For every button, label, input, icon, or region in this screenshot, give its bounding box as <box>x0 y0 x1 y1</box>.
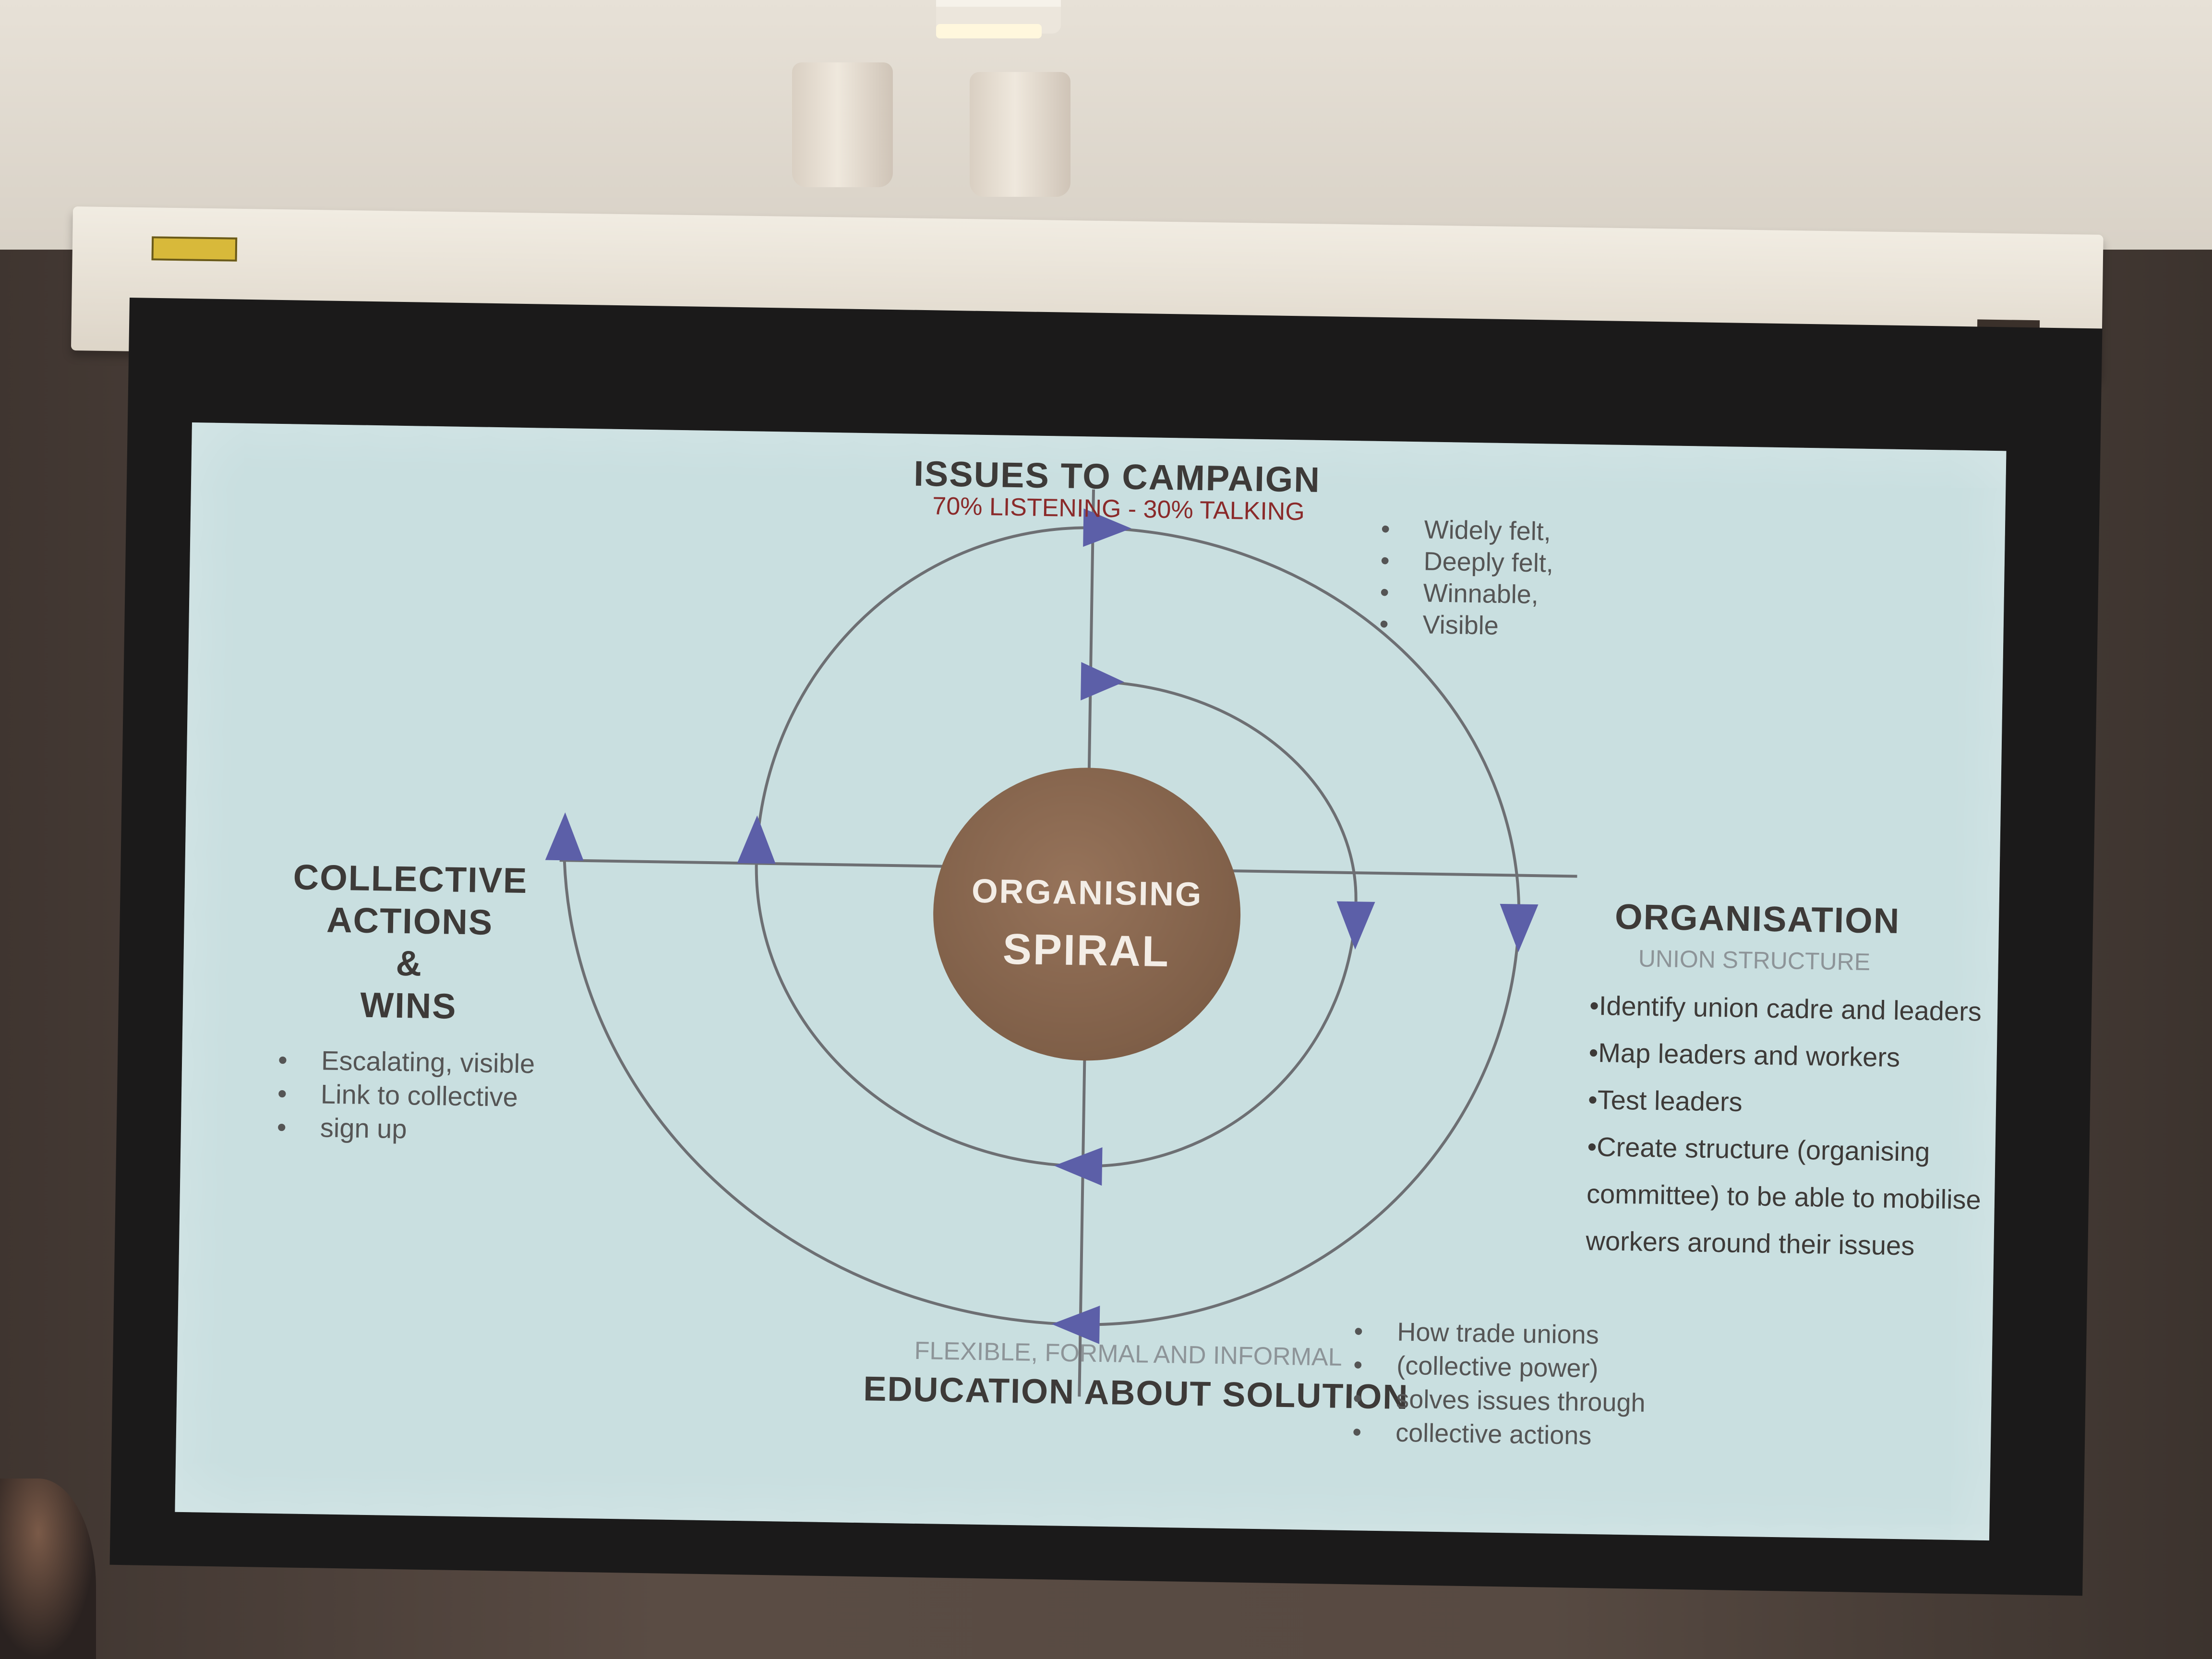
projected-slide: ISSUES TO CAMPAIGN 70% LISTENING - 30% T… <box>175 422 2007 1541</box>
top-bullet: Deeply felt, <box>1380 545 1553 579</box>
right-item: •Map leaders and workers <box>1588 1037 1900 1073</box>
left-bullet-text: sign up <box>320 1112 408 1144</box>
outer-arc-bottom-right <box>1080 914 1521 1326</box>
arrow-left-inner <box>737 815 776 864</box>
arrow-top-inner <box>1081 662 1124 701</box>
center-label-line2: SPIRAL <box>1002 925 1170 976</box>
top-bullet: Widely felt, <box>1381 513 1554 548</box>
top-bullet-list: Widely felt, Deeply felt, Winnable, Visi… <box>1379 513 1554 643</box>
outer-arc-top-right <box>1093 526 1521 914</box>
arrow-bottom-inner <box>1054 1147 1103 1186</box>
bottom-bullet-continued: solves issues through <box>1353 1382 1646 1420</box>
left-bullet: Escalating, visible <box>278 1043 535 1081</box>
center-label-line1: ORGANISING <box>971 872 1203 914</box>
right-item: workers around their issues <box>1586 1225 1915 1261</box>
left-heading-line: ACTIONS <box>326 900 493 942</box>
ceiling-speaker-right <box>970 72 1070 197</box>
right-heading: ORGANISATION <box>1614 896 1900 941</box>
arrow-bottom-outer <box>1051 1305 1100 1344</box>
bottom-bullet-text: (collective power) <box>1396 1351 1599 1383</box>
right-subheading: UNION STRUCTURE <box>1638 945 1871 976</box>
left-heading-line: WINS <box>360 985 457 1026</box>
top-bullet: Visible <box>1379 608 1552 643</box>
arrow-right-outer <box>1500 903 1539 952</box>
left-heading-line: & <box>395 943 423 984</box>
ceiling-speaker-left <box>792 62 893 187</box>
spiral-diagram <box>545 489 1577 1397</box>
top-bullet: Winnable, <box>1380 577 1553 611</box>
inner-arc-bottom-left <box>755 863 1083 1168</box>
left-bullet-list: Escalating, visible Link to collective s… <box>276 1043 535 1148</box>
right-item: •Create structure (organising <box>1587 1131 1930 1167</box>
bottom-bullet-continued: collective actions <box>1352 1415 1645 1454</box>
left-heading-line: COLLECTIVE <box>293 857 529 901</box>
bottom-bullet-list: How trade unions (collective power) solv… <box>1352 1314 1647 1454</box>
ceiling-light-glow <box>936 24 1042 38</box>
left-bullet: Link to collective <box>277 1077 535 1114</box>
right-item: committee) to be able to mobilise <box>1586 1178 1982 1215</box>
outer-arc-bottom-left <box>563 860 1081 1326</box>
right-item: •Test leaders <box>1587 1084 1743 1117</box>
bottom-bullet-text: collective actions <box>1395 1418 1592 1451</box>
mid-arc-top-left <box>755 526 1093 864</box>
right-item-list: •Identify union cadre and leaders •Map l… <box>1586 982 1984 1271</box>
left-bullet-continued: sign up <box>276 1110 534 1148</box>
right-item: •Identify union cadre and leaders <box>1589 990 1982 1027</box>
arrow-top-outer <box>1083 508 1131 547</box>
arrow-right-inner <box>1336 901 1375 950</box>
warning-label <box>151 236 238 262</box>
top-subheading: 70% LISTENING - 30% TALKING <box>932 492 1305 526</box>
bottom-bullet-continued: (collective power) <box>1353 1348 1646 1386</box>
bottom-bullet: How trade unions <box>1354 1314 1647 1353</box>
arrow-left-outer <box>545 812 584 861</box>
inner-arc-top-right <box>1090 680 1358 902</box>
bottom-bullet-text: solves issues through <box>1395 1384 1646 1418</box>
inner-arc-bottom-right <box>1082 902 1358 1168</box>
left-heading: COLLECTIVE ACTIONS & WINS <box>274 856 545 1029</box>
